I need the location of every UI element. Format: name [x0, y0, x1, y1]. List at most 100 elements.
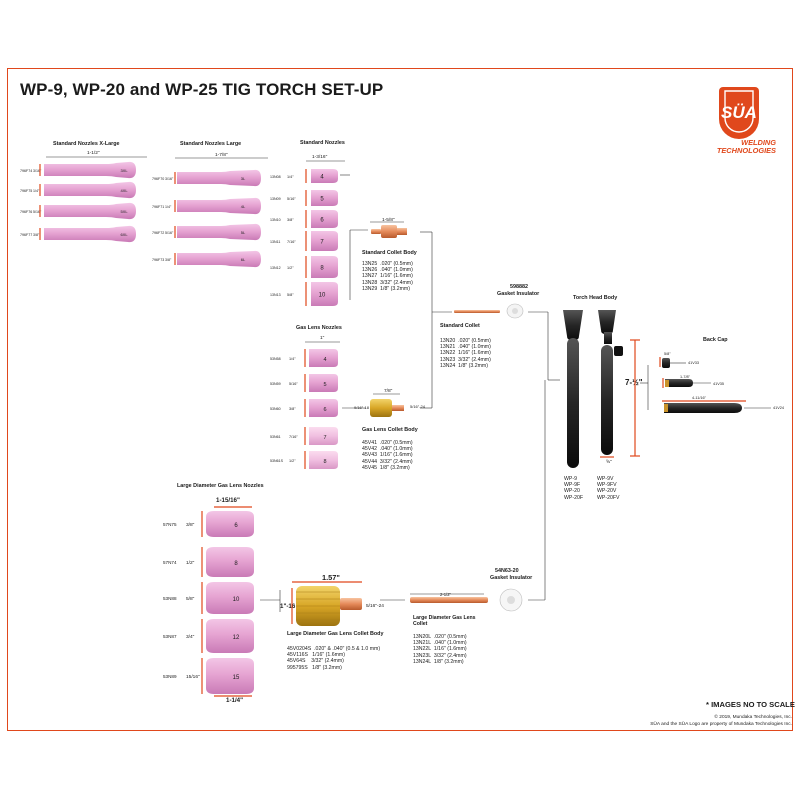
gas-lens-nozzle-code: 53N60 — [270, 407, 281, 411]
large-nozzle-code: 796F71 — [152, 205, 164, 209]
large-nozzle-number: 10 — [233, 597, 240, 603]
std-nozzle-number: 4 — [320, 175, 324, 181]
large-nozzle-number: 4L — [241, 204, 246, 209]
large-nozzle-number: 5L — [241, 230, 246, 235]
large-nozzle-size: 5/8" — [186, 596, 195, 602]
heading-standard-collet-body: Standard Collet Body — [362, 250, 417, 256]
large-nozzle-body — [206, 582, 254, 614]
large-nozzle-body — [177, 169, 261, 187]
large-nozzle-size: 1/4" — [165, 205, 172, 209]
collet-body-tip — [371, 229, 381, 234]
heading-large-collet: Large Diameter Gas Lens Collet — [413, 615, 476, 628]
large-nozzle-body — [177, 223, 261, 241]
specs-large-collet: 13N20L .020" (0.5mm) 13N21L .040" (1.0mm… — [413, 634, 467, 665]
dim-gas-lens-nozzles: 1" — [320, 336, 325, 341]
large-collet — [410, 597, 488, 603]
large-nozzle-code: 53N87 — [163, 634, 177, 639]
gas-lens-body-brass — [370, 399, 392, 417]
gas-lens-nozzle-size: 7/16" — [289, 435, 298, 439]
large-gasket-insulator-hole — [507, 596, 515, 604]
std-nozzle-code: 13N12 — [270, 266, 281, 270]
gas-lens-nozzle-code: 53N61 — [270, 435, 281, 439]
back-cap-medium-dim: 1-7/8" — [680, 375, 691, 379]
std-nozzle-body — [311, 169, 338, 183]
xl-nozzle-body — [44, 202, 136, 220]
large-nozzle-code: 57N75 — [163, 522, 177, 527]
back-cap-small-dim: 5/8" — [664, 352, 671, 356]
gasket-insulator-hole — [512, 308, 518, 314]
heading-large-gas-lens-nozzles: Large Diameter Gas Lens Nozzles — [177, 483, 264, 489]
xl-nozzle-number: 3XL — [120, 168, 128, 173]
trademark: SÜA and the SÜA Logo are property of Mun… — [650, 722, 792, 727]
dim-gas-lens-body-top: 7/8" — [384, 389, 393, 394]
std-nozzle-code: 13N10 — [270, 218, 281, 222]
xl-nozzle-size: 5/16" — [33, 210, 42, 214]
std-nozzle-number: 8 — [320, 266, 324, 272]
torch-models-right: WP-9V WP-9FV WP-20V WP-20FV — [597, 476, 620, 501]
xl-nozzle-code: 796F75 — [20, 189, 32, 193]
std-nozzle-number: 6 — [320, 218, 324, 224]
collet-body-thread — [397, 228, 407, 235]
large-nozzle-body — [177, 250, 261, 268]
std-nozzle-code: 13N11 — [270, 240, 280, 244]
xl-nozzle-number: 6XL — [120, 232, 128, 237]
brand-logo-text: SÜA — [721, 103, 757, 122]
xl-nozzle-code: 796F77 — [20, 233, 32, 237]
dim-gas-lens-body-left: 9/16"-18 — [354, 405, 369, 410]
xl-nozzle-size: 3/16" — [33, 169, 42, 173]
torch-head-right-valve — [614, 346, 623, 356]
std-nozzle-size: 1/4" — [287, 175, 294, 179]
back-cap-medium — [665, 379, 693, 387]
diagram-frame — [7, 68, 793, 731]
gas-lens-nozzle-size: 1/4" — [289, 357, 296, 361]
brand-logo: SÜA — [701, 84, 777, 148]
back-cap-long-dim: 4-11/16" — [692, 396, 707, 400]
std-nozzle-body — [311, 282, 338, 306]
standard-collet — [454, 310, 500, 313]
gas-lens-nozzle-number: 8 — [323, 459, 326, 465]
gas-lens-nozzle-size: 3/8" — [289, 407, 296, 411]
xl-nozzle-body — [44, 225, 136, 243]
xl-nozzle-size: 1/4" — [33, 189, 40, 193]
large-nozzle-body — [206, 511, 254, 537]
std-nozzle-body — [311, 256, 338, 278]
gas-lens-nozzle-code: 53N61S — [270, 459, 284, 463]
large-nozzle-code: 57N74 — [163, 560, 177, 565]
gas-lens-nozzle-number: 7 — [323, 435, 326, 441]
large-nozzle-number: 8 — [234, 561, 238, 567]
large-nozzle-code: 796F73 — [152, 258, 164, 262]
gas-lens-nozzle-body — [309, 451, 338, 469]
gasket-insulator-code: 598882 — [510, 284, 528, 290]
page-title: WP-9, WP-20 and WP-25 TIG TORCH SET-UP — [20, 80, 384, 99]
gas-lens-nozzle-number: 5 — [323, 382, 326, 388]
gas-lens-nozzle-code: 53N59 — [270, 382, 281, 386]
gas-lens-nozzle-code: 53N58 — [270, 357, 281, 361]
large-nozzle-size: 5/16" — [165, 231, 174, 235]
dim-large-nozzles-top: 1-15/16" — [216, 497, 240, 504]
gas-lens-body-thread — [392, 405, 404, 411]
heading-nozzles-xl: Standard Nozzles X-Large — [53, 141, 120, 147]
xl-nozzle-body — [44, 181, 136, 199]
specs-large-gas-lens-collet-body: 45V0204S .020" & .040" (0.5 & 1.0 mm) 45… — [287, 646, 381, 671]
std-nozzle-code: 13N08 — [270, 175, 281, 179]
large-nozzle-number: 6 — [234, 523, 238, 529]
large-nozzle-body — [177, 197, 261, 215]
specs-gas-lens-collet-body: 45V41 .020" (0.5mm) 45V42 .040" (1.0mm) … — [362, 440, 413, 471]
std-nozzle-size: 7/16" — [287, 240, 296, 244]
gas-lens-nozzle-body — [309, 374, 338, 392]
std-nozzle-body — [311, 190, 338, 206]
torch-models-left: WP-9 WP-9F WP-20 WP-20F — [564, 476, 584, 501]
large-nozzle-size: 3/4" — [186, 634, 195, 640]
dim-large-collet: 2-1/2" — [440, 592, 452, 597]
std-nozzle-number: 10 — [319, 293, 326, 299]
dim-torch-height: 7-½" — [625, 378, 643, 387]
large-nozzle-size: 3/8" — [186, 522, 195, 528]
large-nozzle-code: 796F70 — [152, 177, 164, 181]
large-nozzle-body — [206, 547, 254, 577]
torch-head-right-neck — [598, 310, 616, 334]
large-nozzle-number: 15 — [233, 675, 240, 681]
xl-nozzle-size: 3/8" — [33, 233, 40, 237]
torch-head-left-neck — [563, 310, 583, 340]
large-nozzle-size: 3/16" — [165, 177, 174, 181]
std-nozzle-size: 5/16" — [287, 197, 296, 201]
